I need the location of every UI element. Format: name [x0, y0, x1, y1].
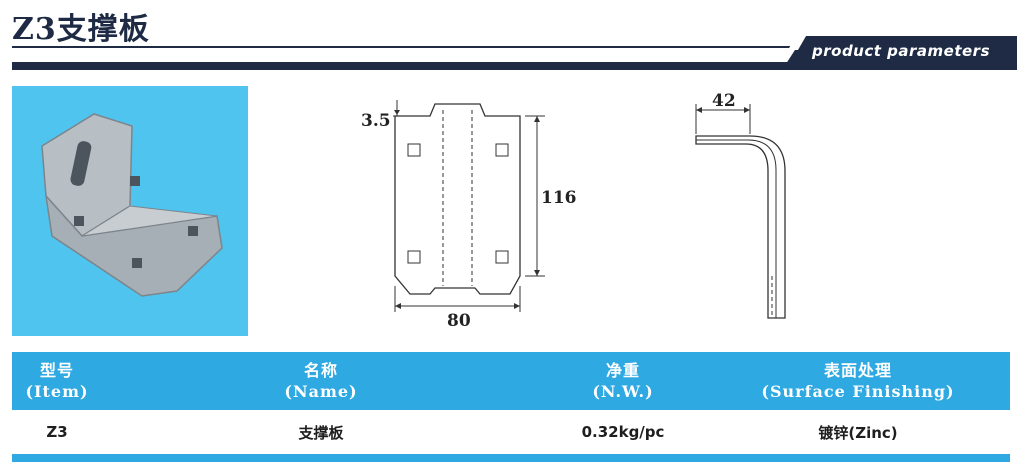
arrow-head [514, 303, 520, 309]
product-photo [12, 86, 248, 336]
square-hole [74, 216, 84, 226]
banner-background [782, 36, 1017, 70]
header-finishing-en: (Surface Finishing) [761, 382, 955, 401]
header-weight: 净重 (N.W.) [540, 352, 706, 410]
square-hole [495, 143, 509, 157]
header-finishing-cn: 表面处理 [823, 361, 892, 380]
header-finishing: 表面处理 (Surface Finishing) [706, 352, 1010, 410]
slot-hole [70, 141, 92, 186]
table-row: Z3 支撑板 0.32kg/pc 镀锌(Zinc) [12, 410, 1010, 454]
header-thick-rule [12, 62, 812, 70]
square-hole [132, 258, 142, 268]
bracket-photo-illustration [41, 113, 223, 297]
arrow-head [395, 303, 401, 309]
square-hole [407, 143, 421, 157]
cell-weight: 0.32kg/pc [581, 423, 665, 441]
arrow-head [534, 116, 540, 122]
cell-item: Z3 [46, 423, 68, 441]
cell-finishing: 镀锌(Zinc) [818, 423, 898, 442]
cell-name: 支撑板 [298, 423, 344, 442]
side-view-drawing: 42 [670, 86, 810, 336]
header-name-cn: 名称 [303, 361, 338, 380]
table-header: 型号 (Item) 名称 (Name) 净重 (N.W.) 表面处理 (Surf… [12, 352, 1010, 410]
dim-depth-label: 42 [712, 91, 736, 111]
side-outline [695, 135, 786, 319]
side-inner-line [696, 139, 777, 318]
header-weight-cn: 净重 [605, 361, 640, 380]
front-view-drawing: 3.5 116 80 [355, 86, 595, 336]
arrow-head [534, 270, 540, 276]
dim-offset-label: 3.5 [361, 111, 391, 131]
arrow-head [744, 107, 750, 113]
arrow-head [394, 110, 400, 115]
table-footer-bar [12, 454, 1010, 462]
front-outline [394, 103, 521, 295]
banner-label: product parameters [812, 42, 990, 60]
header-item-en: (Item) [25, 382, 89, 401]
header-item: 型号 (Item) [12, 352, 102, 410]
square-hole [130, 176, 140, 186]
square-hole [495, 250, 509, 264]
header-thin-rule [12, 46, 802, 48]
header-name-en: (Name) [284, 382, 358, 401]
header-name: 名称 (Name) [102, 352, 540, 410]
dim-width-label: 80 [447, 311, 471, 331]
bracket-rib [81, 205, 218, 237]
arrow-head [696, 107, 702, 113]
square-hole [188, 226, 198, 236]
square-hole [407, 250, 421, 264]
header-weight-en: (N.W.) [592, 382, 654, 401]
dim-height-label: 116 [541, 188, 577, 208]
parameter-table: 型号 (Item) 名称 (Name) 净重 (N.W.) 表面处理 (Surf… [12, 352, 1010, 462]
header-item-cn: 型号 [39, 361, 74, 380]
page-title: Z3支撑板 [12, 12, 150, 47]
